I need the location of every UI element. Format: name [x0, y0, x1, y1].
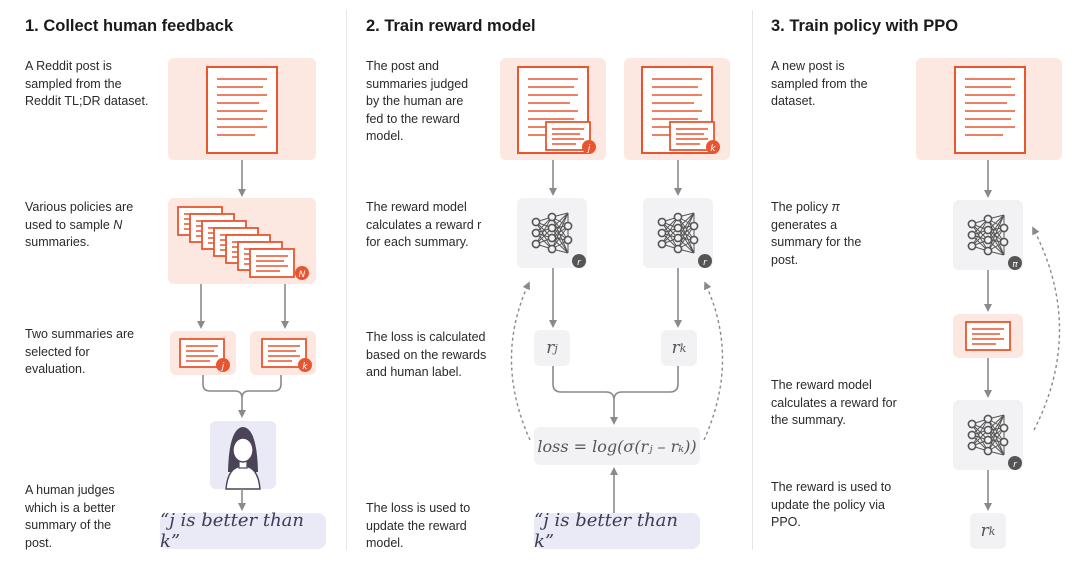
- step-description: The loss is calculated based on the rewa…: [366, 330, 487, 379]
- step-description: The post and summaries judged by the hum…: [366, 59, 469, 143]
- r-badge-label: r: [703, 258, 708, 268]
- k-badge: [298, 358, 312, 372]
- r-badge: [698, 254, 712, 268]
- column-1-title: 1. Collect human feedback: [25, 17, 234, 35]
- reward-symbol: r: [671, 338, 680, 358]
- r-badge-label: r: [577, 258, 582, 268]
- step-description: The reward is used to update the policy …: [771, 480, 892, 529]
- step-description: The loss is used to update the reward mo…: [366, 501, 471, 550]
- r-badge-label: r: [1013, 460, 1018, 470]
- human-label-quote: “j is better than k”: [160, 510, 326, 552]
- neural-network-icon: [967, 414, 1009, 456]
- neural-network-icon: [531, 212, 573, 254]
- merge-arrow-icon: [552, 366, 679, 421]
- summary-stack-icon: [177, 206, 295, 278]
- human-label-quote: “j is better than k”: [534, 510, 700, 552]
- step-description: The reward model calculates a reward for…: [771, 378, 897, 427]
- feedback-arrow-icon: [703, 281, 724, 441]
- step-description: A human judges which is a better summary…: [25, 483, 116, 550]
- column-2-title: 2. Train reward model: [366, 17, 536, 35]
- reward-symbol: r: [546, 338, 555, 358]
- document-icon: [206, 66, 278, 154]
- reward-rj-box: [534, 330, 570, 366]
- column-divider: [752, 10, 753, 550]
- feedback-arrow-icon: [510, 281, 531, 441]
- j-badge-label: j: [220, 362, 225, 372]
- neural-network-icon: [657, 212, 699, 254]
- r-badge: [572, 254, 586, 268]
- loss-formula: loss = log(σ(rⱼ – rₖ)): [534, 427, 700, 465]
- j-badge: [582, 140, 596, 154]
- step-description: The reward model calculates a reward r f…: [366, 200, 482, 249]
- reward-subscript: j: [554, 341, 558, 355]
- step-description: A new post is sampled from the dataset.: [771, 59, 868, 108]
- r-badge: [1008, 456, 1022, 470]
- n-badge: [295, 266, 309, 280]
- loss-box: [534, 427, 700, 465]
- summary-icon: [965, 321, 1011, 351]
- step-description: Two summaries are selected for evaluatio…: [25, 327, 135, 376]
- human-avatar-icon: [225, 427, 261, 490]
- feedback-arrow-icon: [1032, 226, 1061, 431]
- pi-badge-label: π: [1012, 260, 1018, 270]
- document-icon: [954, 66, 1026, 154]
- merge-arrow-icon: [202, 375, 282, 414]
- k-badge-label: k: [302, 362, 308, 372]
- reward-subscript: k: [679, 341, 687, 355]
- step-description: The policy π generates a summary for the…: [771, 200, 862, 267]
- reward-symbol: r: [980, 521, 989, 541]
- k-badge-label: k: [710, 144, 716, 154]
- step-description: Various policies are used to sample N su…: [25, 200, 134, 249]
- column-3-title: 3. Train policy with PPO: [771, 17, 959, 35]
- j-badge-label: j: [586, 144, 591, 154]
- reward-rk-box: [661, 330, 697, 366]
- neural-network-icon: [967, 214, 1009, 256]
- k-badge: [706, 140, 720, 154]
- n-badge-label: N: [299, 270, 306, 280]
- reward-subscript: k: [988, 524, 996, 538]
- column-divider: [346, 10, 347, 550]
- loss-formula-text: loss = log(σ(rⱼ – rₖ)): [537, 436, 697, 456]
- reward-rk-box: [970, 513, 1006, 549]
- pi-badge: [1008, 256, 1022, 270]
- j-badge: [216, 358, 230, 372]
- step-description: A Reddit post is sampled from the Reddit…: [25, 59, 149, 108]
